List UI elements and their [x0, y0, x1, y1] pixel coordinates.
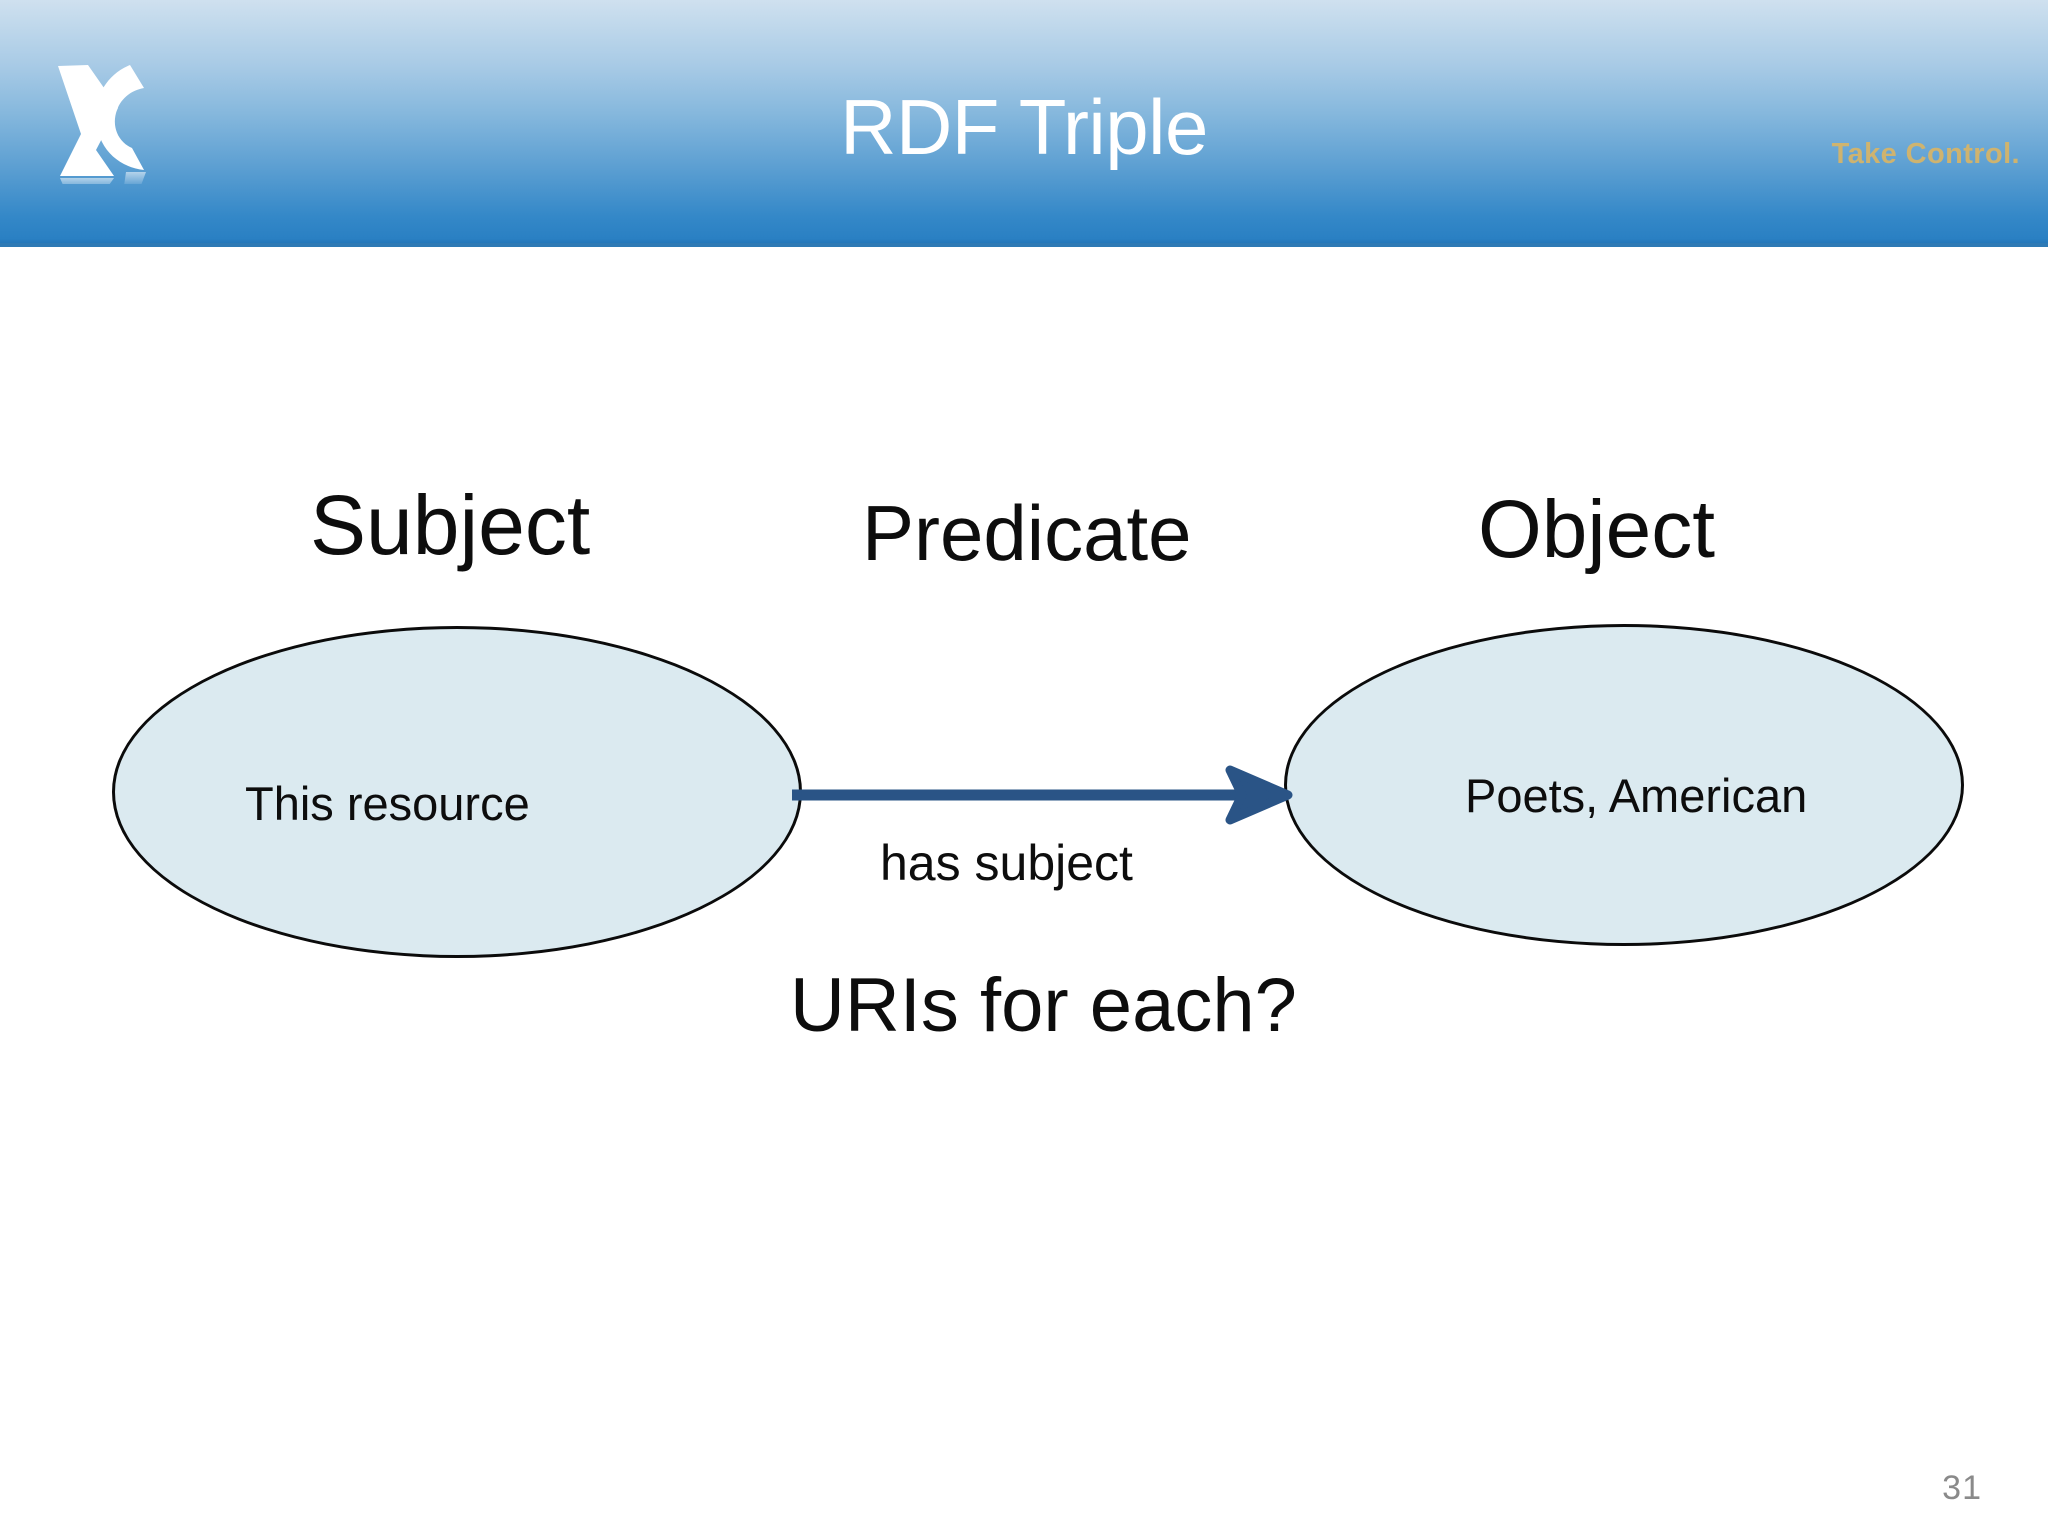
right-arrow-icon: [790, 748, 1300, 844]
node-ellipse-subject: [112, 626, 802, 958]
heading-object: Object: [1478, 484, 1715, 575]
header-bottom-rule: [0, 243, 2048, 247]
brand-tagline: Take Control.: [1831, 138, 2020, 170]
heading-predicate: Predicate: [862, 489, 1192, 577]
node-ellipse-object: [1284, 624, 1964, 946]
node-label-object: Poets, American: [1465, 769, 1808, 822]
node-label-subject: This resource: [245, 777, 530, 830]
slide-header-band: [0, 0, 2048, 246]
heading-subject: Subject: [310, 478, 591, 572]
page-number: 31: [1942, 1469, 1982, 1507]
stylized-x-logo-icon: [44, 52, 170, 184]
edge-label-has-subject: has subject: [880, 835, 1133, 891]
page-title: RDF Triple: [840, 83, 1208, 171]
question-text: URIs for each?: [790, 963, 1297, 1048]
